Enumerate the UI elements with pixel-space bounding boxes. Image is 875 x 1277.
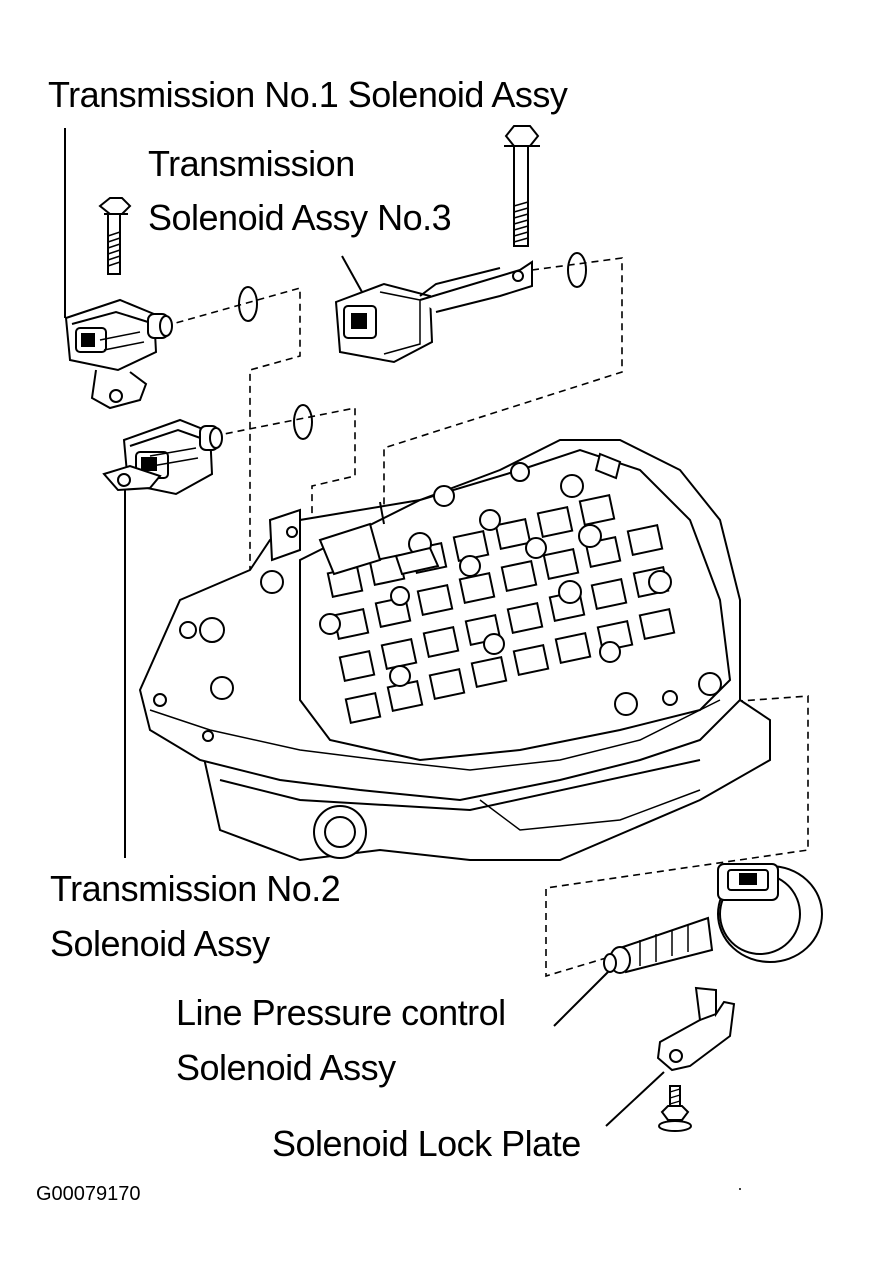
label-no2-solenoid-line2: Solenoid Assy [50,923,270,964]
bolt-small-bottom [658,1085,692,1132]
solenoid-lock-plate [656,986,736,1072]
leader-line-lock-plate [605,1071,665,1127]
solenoid-no3 [334,260,533,364]
o-ring-no3 [567,252,587,288]
alignment-dashed-lines [164,257,809,978]
label-line-pressure-line1: Line Pressure control [176,992,506,1033]
solenoid-no2 [102,418,223,496]
solenoid-line-pressure [603,863,823,974]
o-ring-no2 [293,404,313,440]
solenoid-no1 [64,298,173,410]
o-ring-no1 [238,286,258,322]
figure-code: G00079170 [36,1183,141,1205]
label-line-pressure-line2: Solenoid Assy [176,1047,396,1088]
bolt-left [98,197,132,275]
label-no3-solenoid-line2: Solenoid Assy No.3 [148,197,452,238]
label-no3-solenoid-line1: Transmission [148,143,355,184]
label-no1-solenoid: Transmission No.1 Solenoid Assy [48,74,568,115]
leader-line-line-pressure [553,971,609,1027]
label-no2-solenoid-line1: Transmission No.2 [50,868,341,909]
label-lock-plate: Solenoid Lock Plate [272,1123,581,1164]
leader-line-no3 [341,255,363,293]
bolt-top [504,125,540,247]
valve-body [138,439,771,862]
